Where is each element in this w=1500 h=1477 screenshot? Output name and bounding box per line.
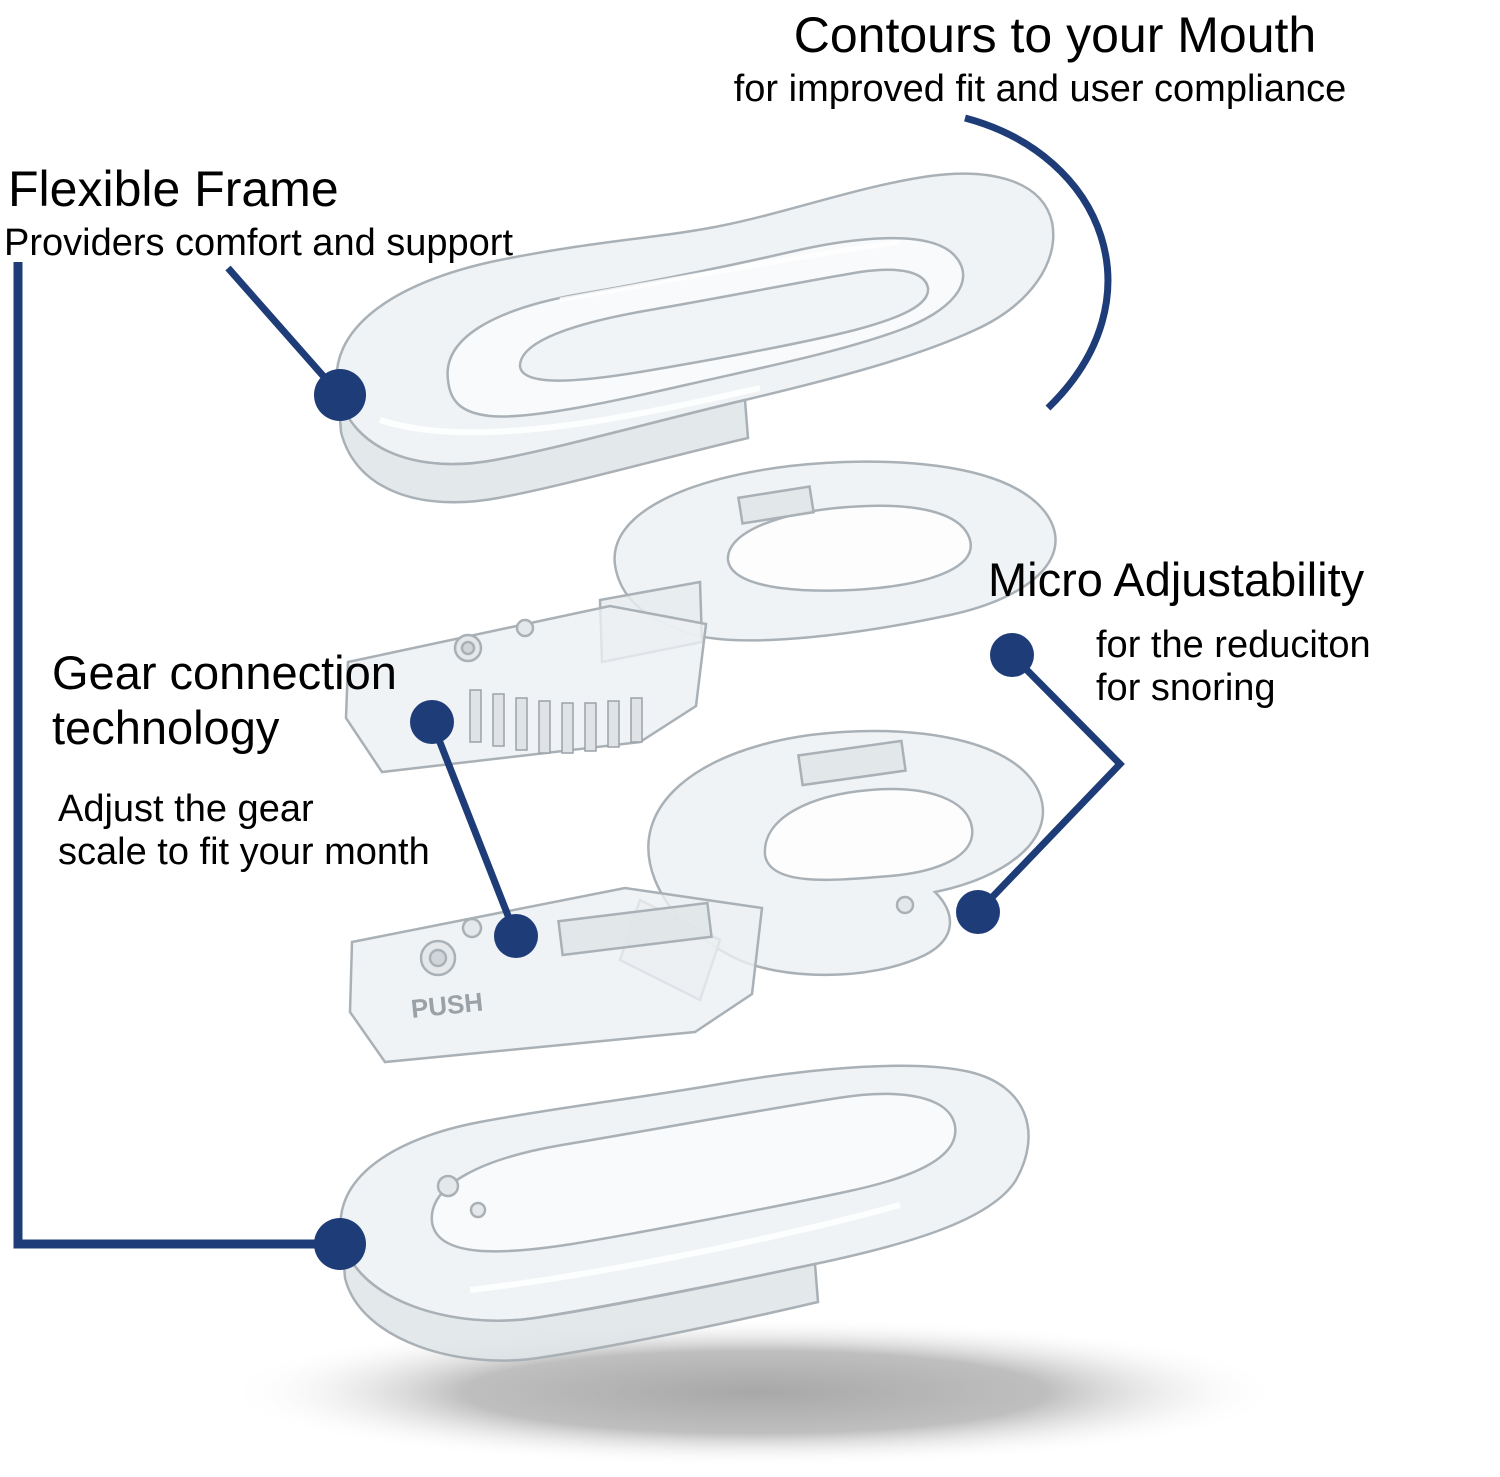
micro-adjustability-upper-marker-dot (990, 633, 1034, 677)
ground-shadow (225, 1317, 1285, 1467)
micro-adjustability-title: Micro Adjustability (988, 553, 1365, 606)
flexible-frame-line (225, 265, 343, 398)
contours-subtitle: for improved fit and user compliance (733, 68, 1347, 110)
lower-adjustment-frame: PUSH (348, 729, 1045, 1064)
flexible-frame-title: Flexible Frame (8, 161, 339, 217)
gear-connection-lower-marker-dot (494, 914, 538, 958)
lower-mouth-tray (339, 1064, 1030, 1362)
bottom-tray-marker-dot (314, 1218, 366, 1270)
gear-connection-subtitle: Adjust the gear scale to fit your month (58, 788, 430, 873)
bottom-tray-elbow-line (13, 262, 338, 1249)
contours-curve-line (964, 114, 1112, 411)
upper-mouth-tray (335, 172, 1055, 504)
marker-dots (314, 369, 1034, 1270)
micro-adjustability-lines (975, 652, 1125, 915)
callout-lines (13, 114, 1125, 1249)
gear-connection-upper-marker-dot (410, 700, 454, 744)
flexible-frame-marker-dot (314, 369, 366, 421)
contours-title: Contours to your Mouth (793, 7, 1317, 63)
flexible-frame-subtitle: Providers comfort and support (4, 222, 514, 264)
gear-connection-line (428, 720, 520, 938)
micro-adjustability-lower-marker-dot (956, 890, 1000, 934)
gear-connection-title: Gear connection technology (52, 646, 397, 754)
micro-adjustability-subtitle: for the reduciton for snoring (1096, 624, 1371, 709)
